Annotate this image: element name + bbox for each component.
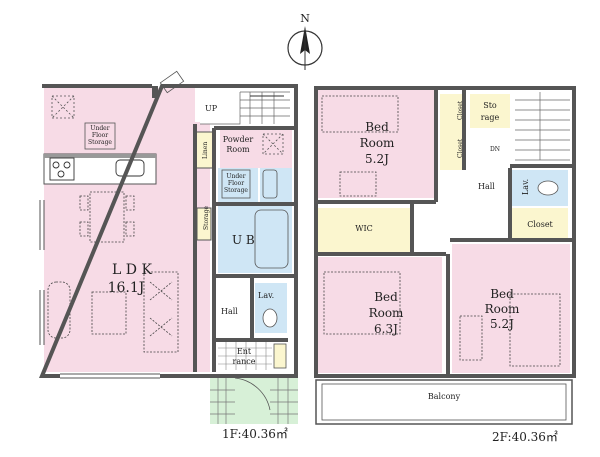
- ldk-size: 16.1J: [108, 280, 145, 296]
- closet-b-label: Closet: [457, 138, 464, 158]
- floor1-area: 1F:40.36㎡: [222, 427, 288, 441]
- stove-icon: [49, 157, 75, 181]
- bed2-label-a: Bed: [374, 290, 398, 304]
- bed3-label-b: Room: [485, 302, 520, 316]
- bedroom-3: [452, 244, 570, 373]
- powder-room: [220, 130, 292, 168]
- hall-2f-label: Hall: [478, 182, 495, 191]
- balcony-label: Balcony: [428, 392, 461, 401]
- underfloor-label-a: Under: [90, 125, 109, 132]
- bed3-size: 5.2J: [490, 317, 514, 331]
- underfloor-label-b: Floor: [92, 132, 108, 139]
- underfloor2-label-a: Under: [226, 173, 245, 180]
- closet-a: [440, 94, 462, 134]
- bed1-label-b: Room: [360, 136, 395, 150]
- lav-1f-label: Lav.: [258, 291, 274, 300]
- bedroom-2: [318, 257, 442, 373]
- fridge-icon: [51, 95, 75, 119]
- walls-1f: [39, 84, 298, 378]
- underfloor-storage-1f: [84, 122, 116, 150]
- floor2-area: 2F:40.36㎡: [492, 430, 558, 444]
- underfloor2-label-b: Floor: [228, 180, 244, 187]
- kitchen-counter: [43, 153, 157, 185]
- entrance-label-a: Ent: [237, 347, 252, 356]
- bed2-label-b: Room: [369, 306, 404, 320]
- stairs-2f: [515, 92, 570, 161]
- underfloor2-label-c: Storage: [224, 187, 248, 194]
- north-label: N: [300, 12, 310, 25]
- hall-1f: [216, 280, 252, 338]
- wic-label: WIC: [355, 224, 373, 233]
- ldk-area: [44, 88, 210, 372]
- balcony: [315, 379, 573, 425]
- bed-icon: [321, 95, 561, 367]
- lav-2f-label: Lav.: [521, 179, 530, 195]
- ub-label: U B: [232, 233, 255, 247]
- floor2-plan: Bed Room 5.2J Closet Closet Sto rage DN …: [314, 86, 576, 444]
- underfloor-label-c: Storage: [88, 139, 112, 146]
- washer-icon: [262, 169, 278, 199]
- ldk-label: L D K: [112, 262, 152, 278]
- sofa-icon: [47, 271, 179, 353]
- floor1-plan: UP: [39, 70, 298, 441]
- entrance-door-swing: [234, 377, 271, 411]
- storage-2f-label-b: rage: [481, 113, 500, 122]
- powder-room-label-b: Room: [226, 145, 250, 154]
- storage-1f-label: Storage: [203, 206, 210, 230]
- storage-2f: [470, 94, 510, 128]
- bed1-size: 5.2J: [365, 152, 389, 166]
- toilet-2f-icon: [537, 180, 559, 196]
- powder-room-label-a: Powder: [223, 135, 254, 144]
- bathtub-icon: [254, 209, 289, 269]
- walls-2f: [314, 86, 576, 378]
- bed2-size: 6.3J: [374, 322, 398, 336]
- powder-sink-icon: [262, 133, 284, 155]
- utility-area: [218, 168, 258, 202]
- closet-b: [440, 134, 462, 170]
- up-label: UP: [205, 104, 218, 113]
- hall-1f-label: Hall: [221, 307, 238, 316]
- bed1-label-a: Bed: [365, 120, 389, 134]
- dining-table-icon: [79, 191, 135, 243]
- bed3-label-a: Bed: [490, 287, 514, 301]
- dn-label: DN: [490, 146, 500, 153]
- bedroom-1: [318, 90, 436, 198]
- compass: N: [287, 12, 323, 70]
- storage-2f-label-a: Sto: [483, 101, 497, 110]
- linen-label: Linen: [202, 142, 209, 159]
- entrance-label-b: rance: [233, 357, 256, 366]
- underfloor-storage-2: [221, 169, 251, 199]
- walk-in-closet: [318, 208, 410, 252]
- closet-c-label: Closet: [527, 220, 553, 229]
- closet-a-label: Closet: [457, 100, 464, 120]
- toilet-1f-icon: [262, 308, 278, 328]
- closet-c: [512, 208, 568, 238]
